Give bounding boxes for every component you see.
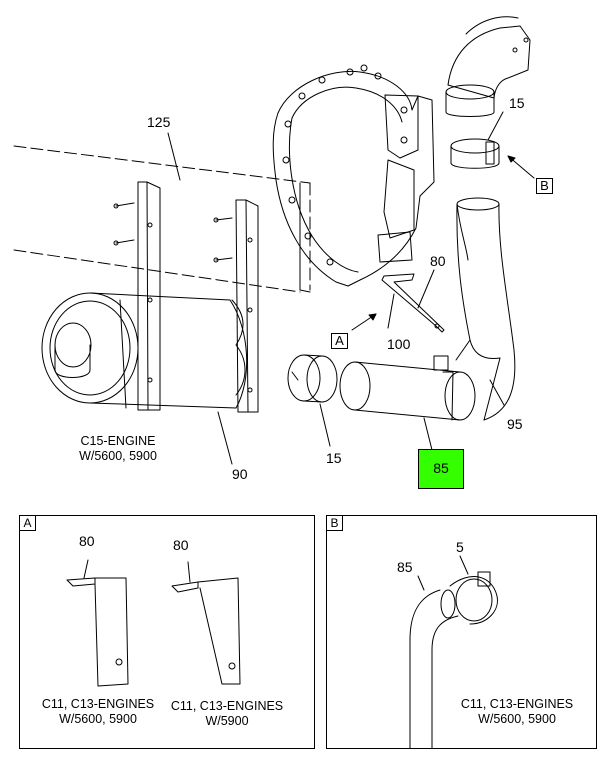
callout-85-label: 85 [433,460,449,476]
panel-b-callout-5[interactable]: 5 [456,539,464,555]
panel-b-pipe-and-clamp [409,555,498,749]
clamp-top [450,138,500,169]
panel-a-callout-80-right[interactable]: 80 [173,537,189,553]
panel-b-caption: C11, C13-ENGINES W/5600, 5900 [454,697,580,727]
panel-a-caption-left: C11, C13-ENGINES W/5600, 5900 [35,697,161,727]
view-ref-b[interactable]: B [536,178,553,194]
panel-a-bracket-right [171,561,241,685]
view-ref-a[interactable]: A [331,333,348,349]
panel-b-caption-line2: W/5600, 5900 [478,712,556,726]
callout-80[interactable]: 80 [430,253,446,269]
leader-lines [167,111,505,465]
detail-panel-a: A [19,515,315,749]
panel-a-tag: A [19,515,36,531]
detail-panel-b: B [326,515,597,749]
view-arrow-a [351,313,377,331]
frame-rail-outline [13,145,311,293]
callout-95[interactable]: 95 [507,416,523,432]
muffler-90 [41,292,248,409]
exhaust-pipe-85 [339,355,476,421]
panel-a-caption-right: C11, C13-ENGINES W/5900 [164,699,290,729]
turbo-elbow [445,16,531,117]
coupling-bottom [287,354,338,403]
callout-15-bottom[interactable]: 15 [326,450,342,466]
callout-85-highlighted[interactable]: 85 [418,449,464,489]
panel-a-caption-right-line1: C11, C13-ENGINES [170,699,284,713]
callout-100[interactable]: 100 [387,336,411,352]
bracket-main [381,273,445,333]
main-caption-line1: C15-ENGINE [80,434,156,448]
exhaust-pipe-95 [455,197,516,421]
frame-rail-end [299,182,311,293]
panel-a-caption-left-line1: C11, C13-ENGINES [41,697,155,711]
main-caption-line2: W/5600, 5900 [79,449,157,463]
panel-a-caption-left-line2: W/5600, 5900 [59,712,137,726]
engine-flywheel-housing [272,64,435,287]
callout-15-top[interactable]: 15 [509,95,525,111]
callout-125[interactable]: 125 [147,114,171,130]
main-caption: C15-ENGINE W/5600, 5900 [58,434,178,464]
panel-b-tag: B [326,515,343,531]
panel-a-bracket-left [66,559,129,687]
panel-a-caption-right-line2: W/5900 [205,714,249,728]
callout-90[interactable]: 90 [232,466,248,482]
panel-a-callout-80-left[interactable]: 80 [79,533,95,549]
panel-b-callout-85[interactable]: 85 [397,559,413,575]
panel-b-caption-line1: C11, C13-ENGINES [460,697,574,711]
view-arrow-b [507,155,535,179]
muffler-straps [113,181,259,413]
